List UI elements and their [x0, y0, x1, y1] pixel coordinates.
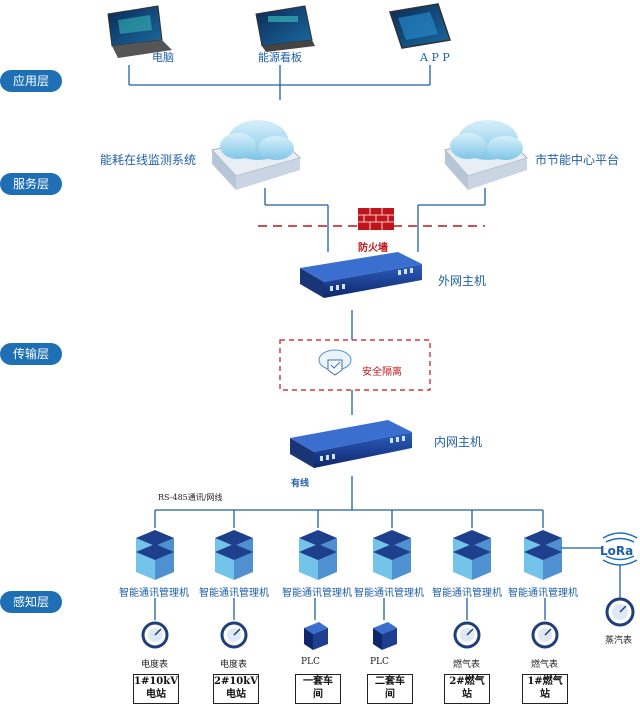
firewall-icon: [358, 208, 394, 230]
manager-label: 智能通讯管理机: [354, 588, 424, 599]
manager-label: 智能通讯管理机: [432, 588, 502, 599]
layer-service: 服务层: [0, 173, 62, 195]
layer-application: 应用层: [0, 70, 62, 92]
wired-label: 有线: [291, 479, 310, 489]
meter-icon: [220, 621, 248, 649]
app-bus-lines: [128, 65, 621, 620]
city-cloud-icon: [444, 120, 528, 190]
isolation-box: [279, 339, 431, 391]
steam-meter-label: 蒸汽表: [605, 636, 633, 646]
city-platform-label: 市节能中心平台: [535, 153, 620, 167]
station-box: 2#燃气站: [444, 674, 490, 704]
manager-cube-icon: [215, 530, 253, 580]
plc-icon: [304, 622, 328, 650]
monitor-system-label: 能耗在线监测系统: [100, 153, 197, 167]
station-box: 1#10kV 电站: [133, 674, 179, 704]
meter-icon: [453, 621, 481, 649]
manager-cubes: [136, 530, 562, 580]
station-line: 间: [313, 689, 323, 700]
manager-label: 智能通讯管理机: [119, 588, 189, 599]
inner-host-server-icon: [290, 420, 412, 468]
meter-icon: [531, 621, 559, 649]
station-line: 2#燃气: [449, 676, 485, 687]
station-box: 二套车间: [367, 674, 413, 704]
station-line: 间: [385, 689, 395, 700]
protocol-label: RS-485通讯/网线: [158, 493, 223, 502]
device-icons: [141, 621, 559, 650]
app-label: A P P: [420, 51, 450, 64]
outer-host-server-icon: [300, 252, 422, 298]
firewall-label: 防火墙: [358, 243, 388, 254]
manager-cube-icon: [373, 530, 411, 580]
station-line: 电站: [226, 689, 246, 700]
layer-transport: 传输层: [0, 343, 62, 365]
lora-signal-icon: [602, 532, 638, 566]
station-line: 二套车: [375, 676, 405, 687]
device-label: 燃气表: [453, 660, 481, 670]
meter-icon: [141, 621, 169, 649]
station-line: 站: [540, 689, 550, 700]
manager-label: 智能通讯管理机: [508, 588, 578, 599]
manager-label: 智能通讯管理机: [282, 588, 352, 599]
secure-isolation-icon: [318, 349, 352, 376]
device-label: PLC: [370, 657, 389, 667]
energy-board-icon: [255, 5, 315, 52]
plc-icon: [373, 622, 397, 650]
monitor-cloud-icon: [211, 120, 301, 190]
station-box: 2#10kV 电站: [213, 674, 259, 704]
station-line: 2#10kV: [214, 676, 258, 687]
device-label: 电度表: [220, 660, 248, 670]
app-tablet-icon: [389, 3, 451, 49]
layer-perception: 感知层: [0, 591, 62, 613]
station-line: 电站: [146, 689, 166, 700]
manager-cube-icon: [136, 530, 174, 580]
station-box: 1#燃气站: [522, 674, 568, 704]
manager-cube-icon: [524, 530, 562, 580]
station-line: 1#燃气: [527, 676, 563, 687]
station-line: 1#10kV: [134, 676, 178, 687]
station-line: 一套车: [303, 676, 333, 687]
manager-cube-icon: [299, 530, 337, 580]
device-label: PLC: [301, 657, 320, 667]
outer-host-label: 外网主机: [438, 274, 487, 288]
pc-icon: [107, 5, 172, 58]
lora-label: LoRa: [600, 544, 634, 558]
station-line: 站: [462, 689, 472, 700]
station-box: 一套车间: [295, 674, 341, 704]
manager-label: 智能通讯管理机: [199, 588, 269, 599]
inner-host-label: 内网主机: [434, 435, 483, 449]
manager-cube-icon: [453, 530, 491, 580]
isolation-label: 安全隔离: [362, 367, 402, 378]
board-label: 能源看板: [258, 51, 302, 64]
device-label: 电度表: [141, 660, 169, 670]
device-label: 燃气表: [531, 660, 559, 670]
pc-label: 电脑: [152, 51, 174, 64]
steam-meter-icon: [605, 597, 635, 627]
